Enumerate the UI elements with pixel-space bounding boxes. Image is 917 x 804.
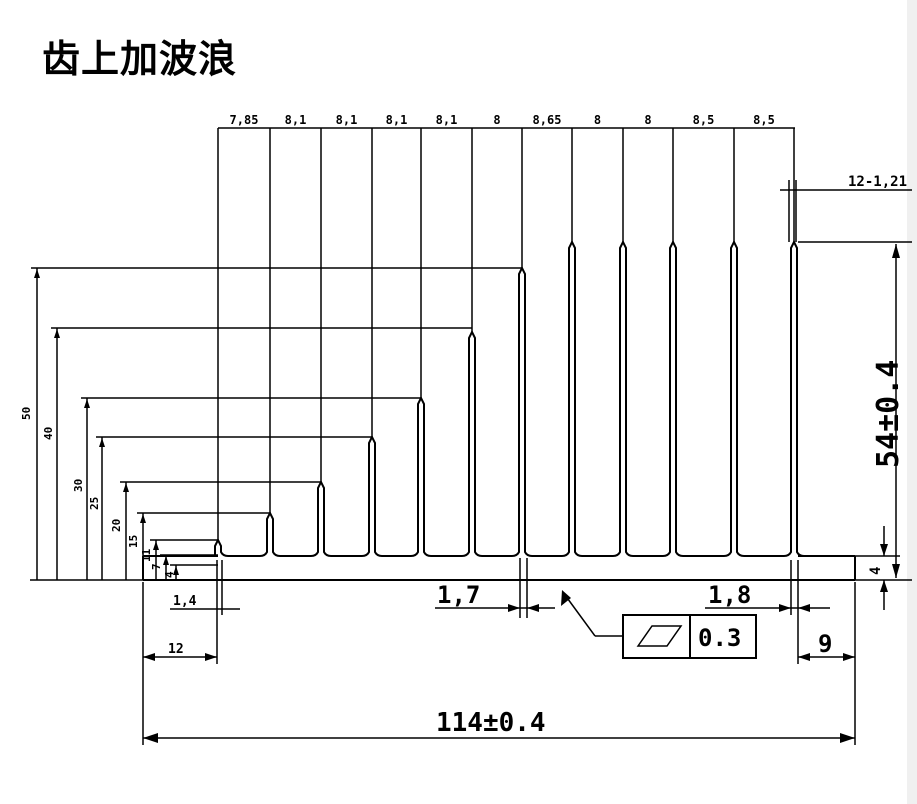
top-spacing-label: 8,5 bbox=[693, 113, 715, 127]
base-thickness-label: 4 bbox=[868, 567, 884, 575]
height-arrow bbox=[173, 566, 179, 575]
height-label: 11 bbox=[140, 548, 153, 562]
fin-thickness-right-dimension: 1,8 bbox=[705, 560, 830, 615]
top-spacing-label: 8,1 bbox=[336, 113, 358, 127]
height-label: 4 bbox=[163, 571, 176, 578]
height-label: 30 bbox=[72, 479, 85, 492]
right-offset-label: 9 bbox=[818, 630, 832, 658]
height-arrow bbox=[34, 269, 40, 278]
fin-thickness-mid-label: 1,7 bbox=[437, 581, 480, 609]
flatness-tolerance-frame: 0.3 bbox=[561, 590, 757, 659]
drawing-title: 齿上加波浪 bbox=[42, 37, 238, 81]
left-offset-dimension: 12 bbox=[142, 582, 218, 664]
height-arrow bbox=[84, 399, 90, 408]
top-spacing-label: 8 bbox=[594, 113, 601, 127]
height-label: 15 bbox=[127, 535, 140, 548]
height-label: 20 bbox=[110, 519, 123, 532]
right-edge-strip bbox=[907, 0, 917, 804]
top-spacing-label: 8,1 bbox=[436, 113, 458, 127]
left-offset-label: 12 bbox=[168, 642, 184, 657]
height-arrow bbox=[54, 329, 60, 338]
fin-thickness-mid-dimension: 1,7 bbox=[435, 558, 555, 618]
overall-width-dimension: 114±0.4 bbox=[142, 664, 855, 745]
fin-count-label: 12-1,21 bbox=[848, 174, 907, 190]
base-thickness-dimension: 4 bbox=[855, 526, 900, 610]
fin-thickness-left-dimension: 1,4 bbox=[170, 560, 240, 615]
height-arrow bbox=[123, 483, 129, 492]
top-spacing-label: 8,5 bbox=[753, 113, 775, 127]
top-spacing-label: 8 bbox=[493, 113, 500, 127]
height-arrow bbox=[163, 556, 169, 565]
top-spacing-label: 8,1 bbox=[386, 113, 408, 127]
fin-thickness-left-label: 1,4 bbox=[173, 594, 197, 609]
top-spacing-label: 7,85 bbox=[230, 113, 259, 127]
top-spacing-label: 8,1 bbox=[285, 113, 307, 127]
fin-count-dimension: 12-1,21 bbox=[780, 174, 912, 242]
height-label: 40 bbox=[42, 427, 55, 440]
right-offset-dimension: 9 bbox=[797, 582, 856, 745]
height-arrow bbox=[153, 541, 159, 550]
height-arrow bbox=[99, 438, 105, 447]
top-spacing-label: 8,65 bbox=[533, 113, 562, 127]
top-spacing-label: 8 bbox=[644, 113, 651, 127]
base-plate bbox=[142, 555, 856, 581]
height-label: 7 bbox=[150, 563, 163, 570]
fin-thickness-right-label: 1,8 bbox=[708, 581, 751, 609]
flatness-symbol-icon bbox=[636, 625, 683, 647]
overall-height-dimension: 54±0.4 bbox=[798, 241, 912, 581]
height-label: 50 bbox=[20, 407, 33, 420]
overall-width-label: 114±0.4 bbox=[436, 708, 546, 738]
top-spacing-dimensions: 7,85 8,1 8,1 8,1 8,1 8 8,65 8 8 8,5 8,5 bbox=[218, 113, 795, 129]
fin-outline bbox=[143, 239, 855, 557]
height-label: 25 bbox=[88, 497, 101, 510]
overall-height-label: 54±0.4 bbox=[871, 360, 906, 468]
flatness-value: 0.3 bbox=[698, 624, 741, 652]
height-arrow bbox=[140, 514, 146, 523]
fin-profile bbox=[143, 128, 855, 557]
